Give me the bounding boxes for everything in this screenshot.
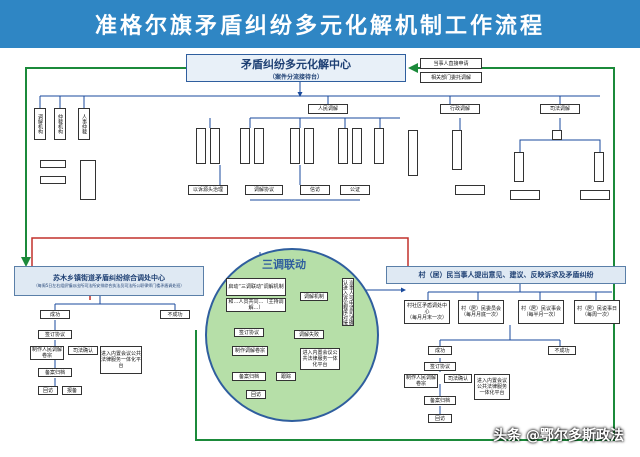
node [510, 190, 540, 200]
right-record: 制作人民调解卷宗 [404, 374, 438, 388]
section-left-b: 仲裁机构 [54, 108, 66, 140]
right-push: 进入内置会议公共法律服务一体化平台 [474, 374, 510, 400]
linkage-record: 制作调解卷宗 [232, 346, 268, 356]
right-col-0: 村社区矛盾调处中心 （每月月末一次） [404, 300, 450, 324]
linkage-file: 备案归档 [232, 372, 266, 381]
right-col-sub-1: （每月月底一次） [460, 312, 501, 318]
right-col-label-0: 村社区矛盾调处中心 [406, 303, 447, 315]
left-push: 进入内置会议公共法律服务一体化平台 [100, 346, 142, 374]
node [210, 128, 220, 164]
right-col-3: 村（居）民说事日 （每周一次） [574, 300, 620, 324]
node [594, 152, 604, 182]
linkage-agreement: 签订协议 [234, 328, 264, 337]
linkage-return: 回访 [246, 390, 266, 399]
node [254, 128, 264, 164]
mid-label-c: 信访 [300, 185, 330, 195]
mid-label-a: 以诉源头治理 [188, 185, 228, 195]
section-right-a: 行政调解 [440, 104, 480, 114]
node [580, 190, 610, 200]
center-title: 矛盾纠纷多元化解中心 [241, 57, 351, 71]
left-ok: 成功 [40, 310, 70, 319]
node [374, 128, 384, 164]
linkage-track: 跟踪 [276, 372, 296, 381]
direct-apply-box: 当事人直接申请 [420, 58, 482, 69]
left-appoint: 制作人民调解卷宗 [30, 346, 64, 360]
linkage-circle [205, 248, 379, 422]
entrust-box: 相关部门委托调解 [420, 72, 482, 83]
right-confirm: 司法确认 [444, 374, 472, 383]
center-subtitle: （案件分流接待台） [268, 73, 323, 81]
left-section-subtitle: （每周5日左右组织镇派出所司法所安排综合执法员司法所公职律师门楼矛盾调处班） [33, 283, 185, 288]
right-archive: 备案归档 [424, 396, 456, 405]
right-col-sub-3: （每周一次） [581, 312, 612, 318]
mid-label-d: 公证 [340, 185, 370, 195]
node [455, 185, 485, 195]
right-col-sub-2: （每半月一次） [523, 312, 559, 318]
node [338, 128, 348, 164]
node [290, 128, 300, 164]
right-col-label-2: 村（居）民议事会 [520, 306, 561, 312]
section-mid: 人民调解 [308, 104, 348, 114]
left-archive: 备案归档 [38, 368, 72, 377]
node [40, 176, 66, 184]
linkage-start: 启动“三调联动”调解机制 [226, 278, 286, 296]
node [514, 152, 524, 182]
right-col-2: 村（居）民议事会 （每半月一次） [518, 300, 564, 324]
node [80, 160, 96, 200]
node [304, 128, 314, 164]
mid-label-b: 调解协议 [245, 185, 283, 195]
left-fail: 不成功 [160, 310, 190, 319]
left-section-header: 苏木乡镇街道矛盾纠纷综合调处中心 （每周5日左右组织镇派出所司法所安排综合执法员… [14, 266, 204, 296]
section-right-b: 司法调解 [540, 104, 580, 114]
left-report: 报备 [62, 386, 82, 395]
right-col-label-3: 村（居）民说事日 [576, 306, 617, 312]
node [352, 128, 362, 164]
linkage-push: 进入内置会议公共法律服务一体化平台 [300, 348, 340, 370]
node [452, 130, 462, 170]
right-return: 回访 [428, 414, 452, 423]
right-col-1: 村（居）民委员会 （每月月底一次） [458, 300, 504, 324]
right-section-header: 村（居）民当事人提出意见、建议、反映诉求及矛盾纠纷 [386, 266, 626, 284]
right-col-label-1: 村（居）民委员会 [460, 306, 501, 312]
linkage-unlit: 调解失败 [294, 330, 324, 339]
right-ok: 成功 [428, 346, 452, 355]
node [40, 160, 66, 168]
page-title: 准格尔旗矛盾纠纷多元化解机制工作流程 [0, 0, 640, 48]
watermark: 头条 @鄂尔多斯政法 [493, 428, 624, 444]
right-col-sub-0: （每月月末一次） [406, 315, 447, 321]
linkage-mediate: 调解机制 [300, 292, 328, 301]
left-agreement: 签订协议 [38, 330, 72, 339]
linkage-detail: 和…人员共同…（主持调解…） [226, 298, 286, 312]
right-agreement: 签订协议 [424, 362, 456, 371]
linkage-vertical: 当事人可申请司法确认进入诉讼程序对接 [342, 278, 354, 326]
node [196, 128, 206, 164]
center-box: 矛盾纠纷多元化解中心 （案件分流接待台） [186, 54, 406, 82]
section-left-a: 调解机构 [34, 108, 46, 140]
right-fail: 不成功 [548, 346, 576, 355]
left-reject: 司法确认 [68, 346, 98, 355]
node [408, 130, 418, 176]
section-left-c: 人事仲裁 [78, 108, 90, 140]
node [552, 130, 562, 140]
left-section-title: 苏木乡镇街道矛盾纠纷综合调处中心 [53, 274, 165, 282]
left-return: 回访 [38, 386, 58, 395]
linkage-title: 三调联动 [262, 258, 306, 271]
node [240, 128, 250, 164]
